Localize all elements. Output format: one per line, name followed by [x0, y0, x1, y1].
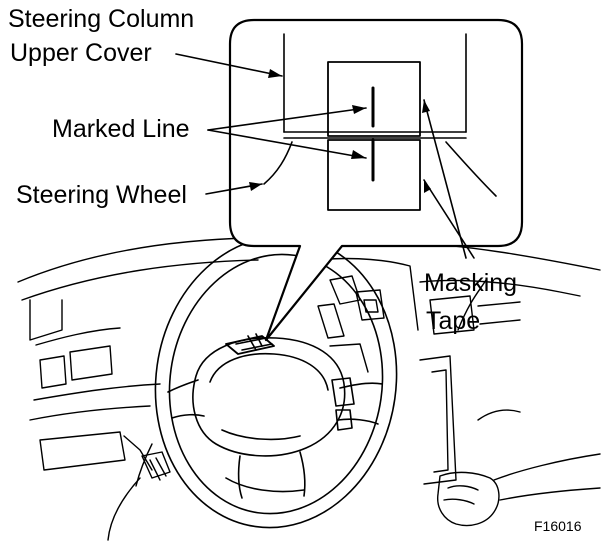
leader-lines [175, 53, 475, 259]
callout-box [228, 18, 524, 342]
label-steering-column-line2: Upper Cover [10, 39, 152, 67]
callout-contents [263, 33, 497, 211]
label-masking-tape-line1: Masking [424, 269, 518, 297]
label-marked-line: Marked Line [52, 115, 190, 143]
dashboard-drawing [17, 236, 601, 541]
figure-code: F16016 [534, 518, 582, 534]
label-masking-tape-line2: Tape [426, 307, 481, 335]
label-steering-column-line1: Steering Column [8, 5, 195, 33]
steering-wheel-drawing [154, 235, 398, 529]
leader-arrowheads [249, 69, 431, 193]
label-steering-wheel: Steering Wheel [16, 181, 187, 209]
